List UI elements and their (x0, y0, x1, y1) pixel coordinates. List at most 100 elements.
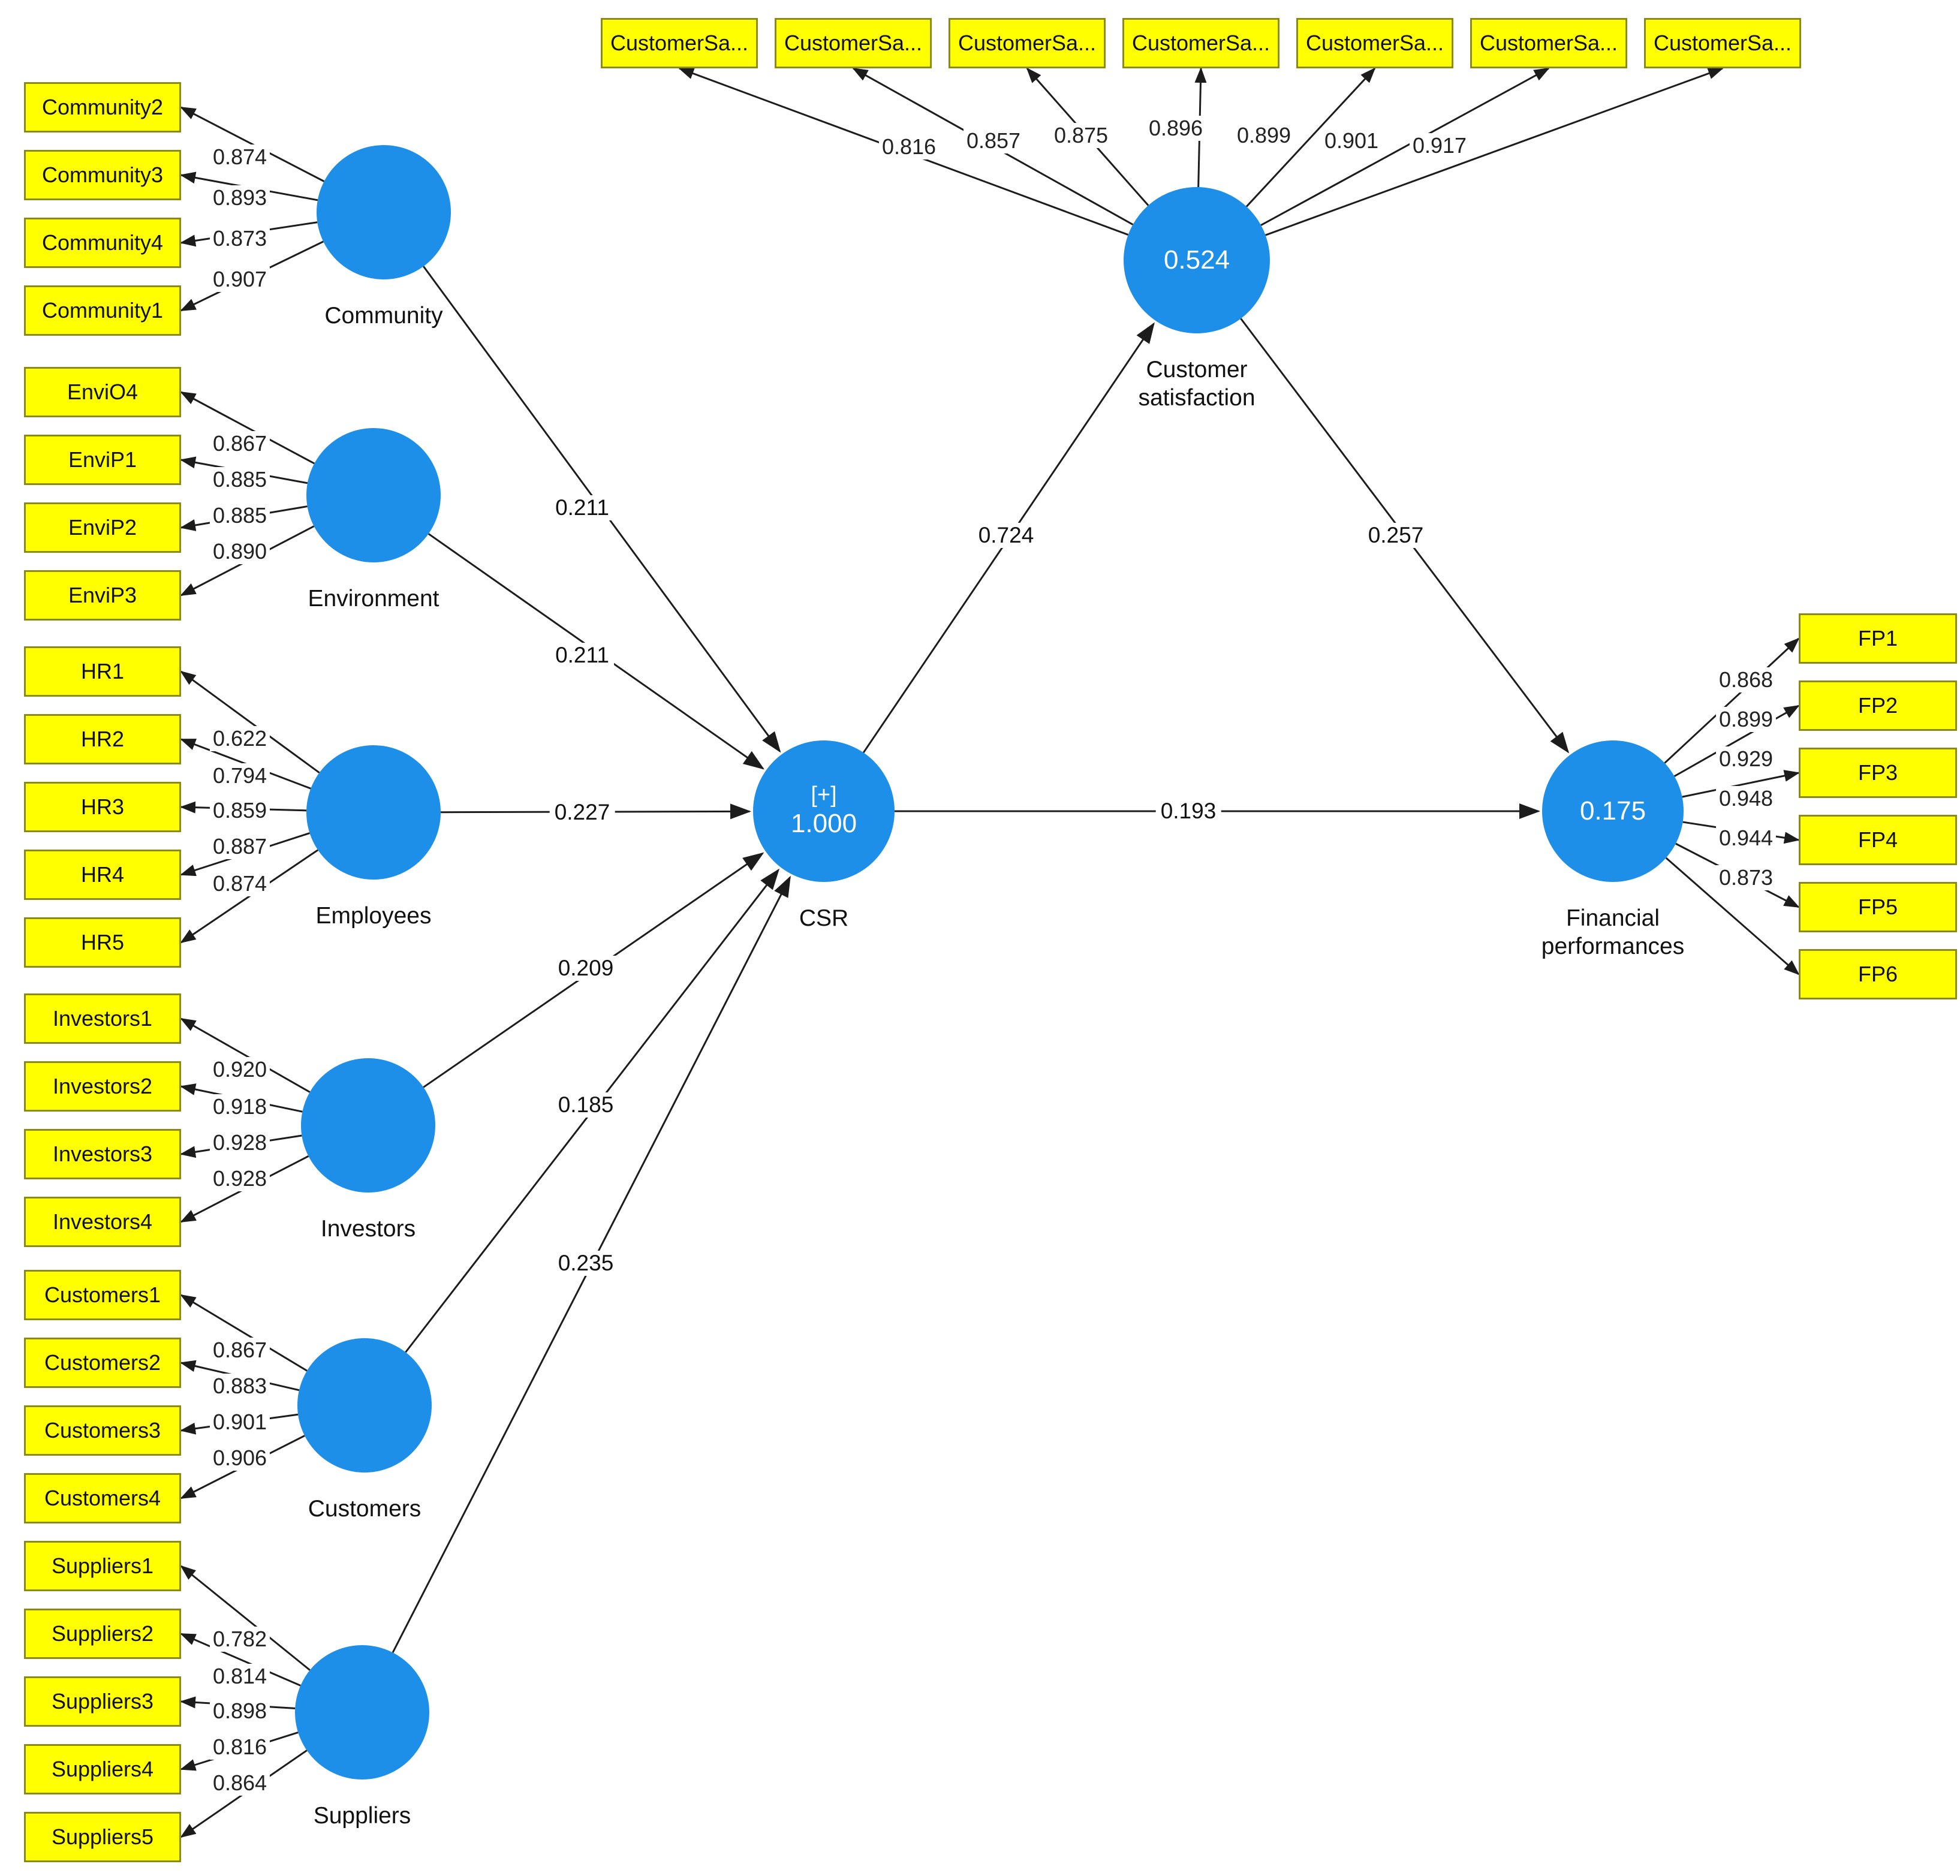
indicator-label: CustomerSa... (1653, 31, 1792, 55)
indicator-box-community2: Community2 (24, 82, 181, 133)
indicator-box-investors2: Investors2 (24, 1061, 181, 1112)
outer-loading-value: 0.867 (209, 1338, 270, 1363)
measurement-arrow (180, 670, 320, 774)
measurement-arrow (180, 1633, 301, 1687)
latent-label-line: satisfaction (1138, 384, 1256, 411)
outer-loading-value: 0.873 (209, 226, 270, 251)
latent-label-customers: Customers (308, 1495, 421, 1523)
latent-label-line: Financial (1565, 905, 1660, 931)
latent-node-financial_performances: 0.175 (1542, 740, 1684, 882)
indicator-label: Community2 (41, 95, 164, 119)
outer-loading-value: 0.816 (209, 1735, 270, 1760)
indicator-label: Investors2 (52, 1074, 153, 1098)
outer-loading-value: 0.873 (1715, 865, 1777, 890)
latent-label-line: Employees (315, 903, 432, 929)
outer-loading-value: 0.890 (209, 539, 270, 564)
latent-node-customers (297, 1338, 432, 1473)
path-coefficient-customers-to-csr: 0.185 (553, 1092, 619, 1118)
indicator-box-suppliers1: Suppliers1 (24, 1541, 181, 1591)
indicator-box-envip3: EnviP3 (24, 570, 181, 621)
outer-loading-value: 0.901 (1321, 128, 1382, 153)
indicator-label: Investors1 (52, 1006, 153, 1031)
latent-label-line: Community (324, 303, 443, 329)
indicator-label: HR3 (80, 794, 125, 819)
latent-label-line: CSR (799, 905, 849, 931)
latent-label-line: Customer (1146, 357, 1248, 383)
latent-label-employees: Employees (316, 902, 432, 931)
indicator-label: Customers3 (44, 1418, 161, 1443)
indicator-label: Community1 (41, 298, 164, 323)
measurement-arrow (180, 1294, 308, 1372)
indicator-box-community4: Community4 (24, 218, 181, 268)
latent-label-environment: Environment (308, 585, 439, 613)
measurement-arrow (1265, 67, 1724, 236)
indicator-box-hr1: HR1 (24, 646, 181, 697)
outer-loading-value: 0.928 (209, 1130, 270, 1155)
indicator-box-fp6: FP6 (1799, 949, 1957, 999)
indicator-label: FP1 (1857, 626, 1898, 651)
indicator-label: EnviP3 (68, 583, 137, 607)
indicator-label: CustomerSa... (610, 31, 749, 55)
indicator-label: Suppliers4 (51, 1757, 154, 1781)
outer-loading-value: 0.928 (209, 1166, 270, 1191)
indicator-label: Suppliers3 (51, 1689, 154, 1714)
indicator-label: EnviP1 (68, 447, 137, 472)
path-coefficient-investors-to-csr: 0.209 (553, 956, 619, 981)
path-coefficient-csr-to-customer_satisfaction: 0.724 (973, 523, 1039, 548)
outer-loading-value: 0.857 (963, 128, 1024, 153)
path-coefficient-community-to-csr: 0.211 (550, 495, 614, 520)
latent-label-line: Suppliers (313, 1803, 411, 1829)
outer-loading-value: 0.875 (1050, 123, 1112, 148)
indicator-box-customersa: CustomerSa... (1122, 18, 1279, 68)
indicator-label: Community3 (41, 162, 164, 187)
indicator-box-suppliers3: Suppliers3 (24, 1676, 181, 1727)
indicator-box-community1: Community1 (24, 285, 181, 336)
outer-loading-value: 0.867 (209, 431, 270, 456)
indicator-box-hr3: HR3 (24, 782, 181, 832)
outer-loading-value: 0.899 (1715, 707, 1777, 732)
indicator-box-customers3: Customers3 (24, 1405, 181, 1456)
path-coefficient-csr-to-financial_performances: 0.193 (1155, 799, 1221, 824)
indicator-label: FP4 (1857, 827, 1898, 852)
indicator-label: Customers2 (44, 1350, 161, 1375)
latent-weighting-mode: [+] (811, 782, 837, 808)
indicator-box-investors1: Investors1 (24, 993, 181, 1044)
measurement-arrow (1682, 770, 1800, 798)
latent-label-line: performances (1541, 933, 1685, 959)
indicator-label: EnviO4 (67, 380, 139, 404)
outer-loading-value: 0.794 (209, 763, 270, 788)
indicator-label: FP3 (1857, 760, 1898, 785)
indicator-label: Investors4 (52, 1209, 153, 1234)
outer-loading-value: 0.859 (209, 798, 270, 823)
indicator-label: HR5 (80, 930, 125, 954)
indicator-label: Community4 (41, 230, 164, 255)
outer-loading-value: 0.899 (1233, 123, 1294, 148)
path-coefficient-environment-to-csr: 0.211 (550, 643, 614, 668)
outer-loading-value: 0.898 (209, 1699, 270, 1724)
latent-label-csr: CSR (799, 905, 848, 933)
path-coefficient-employees-to-csr: 0.227 (549, 800, 615, 825)
path-coefficient-suppliers-to-csr: 0.235 (553, 1251, 619, 1276)
latent-node-suppliers (295, 1645, 429, 1779)
outer-loading-value: 0.901 (209, 1410, 270, 1435)
latent-label-investors: Investors (321, 1215, 416, 1243)
outer-loading-value: 0.893 (209, 185, 270, 210)
outer-loading-value: 0.920 (209, 1057, 270, 1082)
latent-node-csr: [+]1.000 (753, 740, 895, 882)
latent-label-community: Community (324, 302, 442, 330)
indicator-box-customers1: Customers1 (24, 1270, 181, 1320)
latent-node-environment (306, 428, 441, 562)
outer-loading-value: 0.906 (209, 1446, 270, 1471)
measurement-arrow (180, 391, 315, 465)
outer-loading-value: 0.885 (209, 503, 270, 528)
indicator-box-customersa: CustomerSa... (1296, 18, 1453, 68)
indicator-label: HR4 (80, 862, 125, 887)
outer-loading-value: 0.885 (209, 467, 270, 492)
indicator-label: HR1 (80, 659, 125, 683)
indicator-label: FP2 (1857, 693, 1898, 718)
indicator-label: CustomerSa... (1305, 31, 1444, 55)
